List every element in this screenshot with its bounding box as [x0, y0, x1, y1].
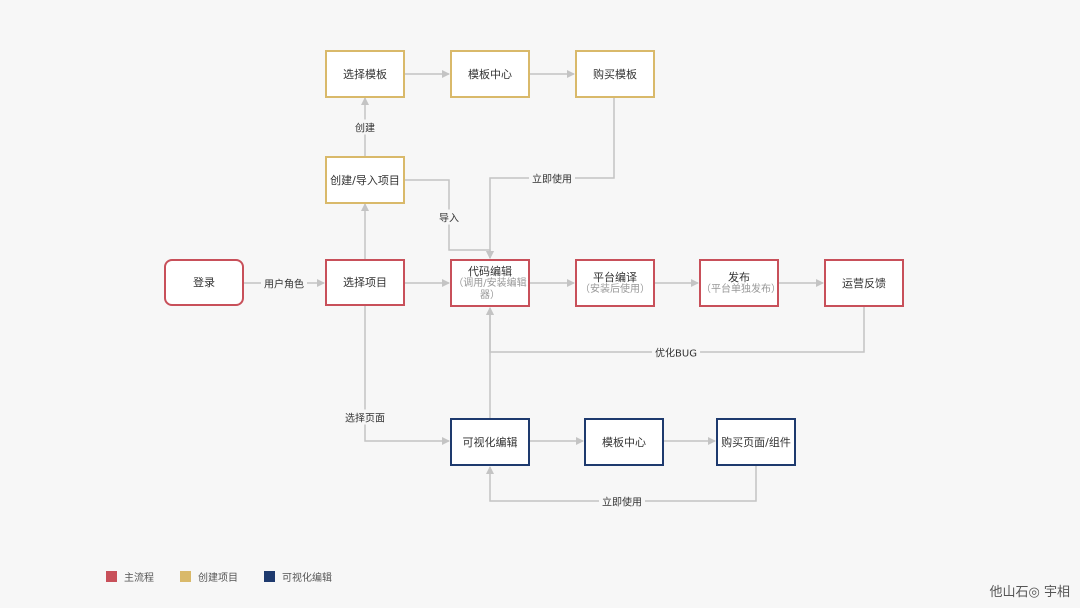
edge-label-create: 创建: [352, 119, 378, 135]
edge-create-import-code: [405, 179, 494, 259]
node-buy-page-component[interactable]: 购买页面/组件: [716, 418, 796, 466]
edge-label-use-now-bottom: 立即使用: [599, 493, 645, 509]
edge-label-optimize-bug: 优化BUG: [652, 344, 700, 360]
node-label: 运营反馈: [842, 276, 886, 290]
node-code-edit[interactable]: 代码编辑 （调用/安装编辑器）: [450, 259, 530, 307]
node-template-center-bottom[interactable]: 模板中心: [584, 418, 664, 466]
node-buy-template[interactable]: 购买模板: [575, 50, 655, 98]
node-sublabel: （平台单独发布）: [701, 283, 781, 295]
node-label: 登录: [193, 276, 215, 289]
node-template-center-top[interactable]: 模板中心: [450, 50, 530, 98]
legend-swatch: [106, 571, 117, 582]
node-create-import-project[interactable]: 创建/导入项目: [325, 156, 405, 204]
node-sublabel: （调用/安装编辑器）: [453, 277, 527, 301]
legend: 主流程 创建项目 可视化编辑: [106, 569, 332, 584]
node-label: 模板中心: [468, 67, 512, 81]
watermark: 他山石◎ 宇相: [989, 585, 1070, 600]
edge-select-project-visual: [364, 306, 450, 445]
legend-label: 可视化编辑: [282, 573, 332, 584]
node-ops-feedback[interactable]: 运营反馈: [824, 259, 904, 307]
edge-label-import: 导入: [436, 209, 462, 225]
node-label: 选择项目: [343, 276, 387, 289]
node-select-project[interactable]: 选择项目: [325, 259, 405, 306]
legend-item-visual: 可视化编辑: [264, 569, 332, 584]
legend-label: 主流程: [124, 573, 154, 584]
legend-item-main: 主流程: [106, 569, 154, 584]
edge-label-use-now-top: 立即使用: [529, 170, 575, 186]
node-label: 平台编译: [593, 270, 637, 284]
node-select-template[interactable]: 选择模板: [325, 50, 405, 98]
edge-label-select-page: 选择页面: [342, 409, 388, 425]
node-label: 代码编辑: [468, 264, 512, 278]
node-visual-edit[interactable]: 可视化编辑: [450, 418, 530, 466]
legend-swatch: [180, 571, 191, 582]
node-label: 发布: [728, 270, 750, 284]
node-label: 购买页面/组件: [721, 435, 791, 449]
legend-item-create: 创建项目: [180, 569, 238, 584]
node-label: 购买模板: [593, 67, 637, 81]
node-label: 可视化编辑: [462, 435, 518, 449]
node-label: 模板中心: [602, 435, 646, 449]
node-label: 选择模板: [343, 67, 387, 81]
node-sublabel: （安装后使用）: [580, 283, 650, 295]
legend-swatch: [264, 571, 275, 582]
edge-label-user-role: 用户角色: [261, 275, 307, 291]
legend-label: 创建项目: [198, 573, 238, 584]
node-login[interactable]: 登录: [164, 259, 244, 306]
node-platform-compile[interactable]: 平台编译 （安装后使用）: [575, 259, 655, 307]
node-label: 创建/导入项目: [330, 173, 400, 187]
node-publish[interactable]: 发布 （平台单独发布）: [699, 259, 781, 307]
